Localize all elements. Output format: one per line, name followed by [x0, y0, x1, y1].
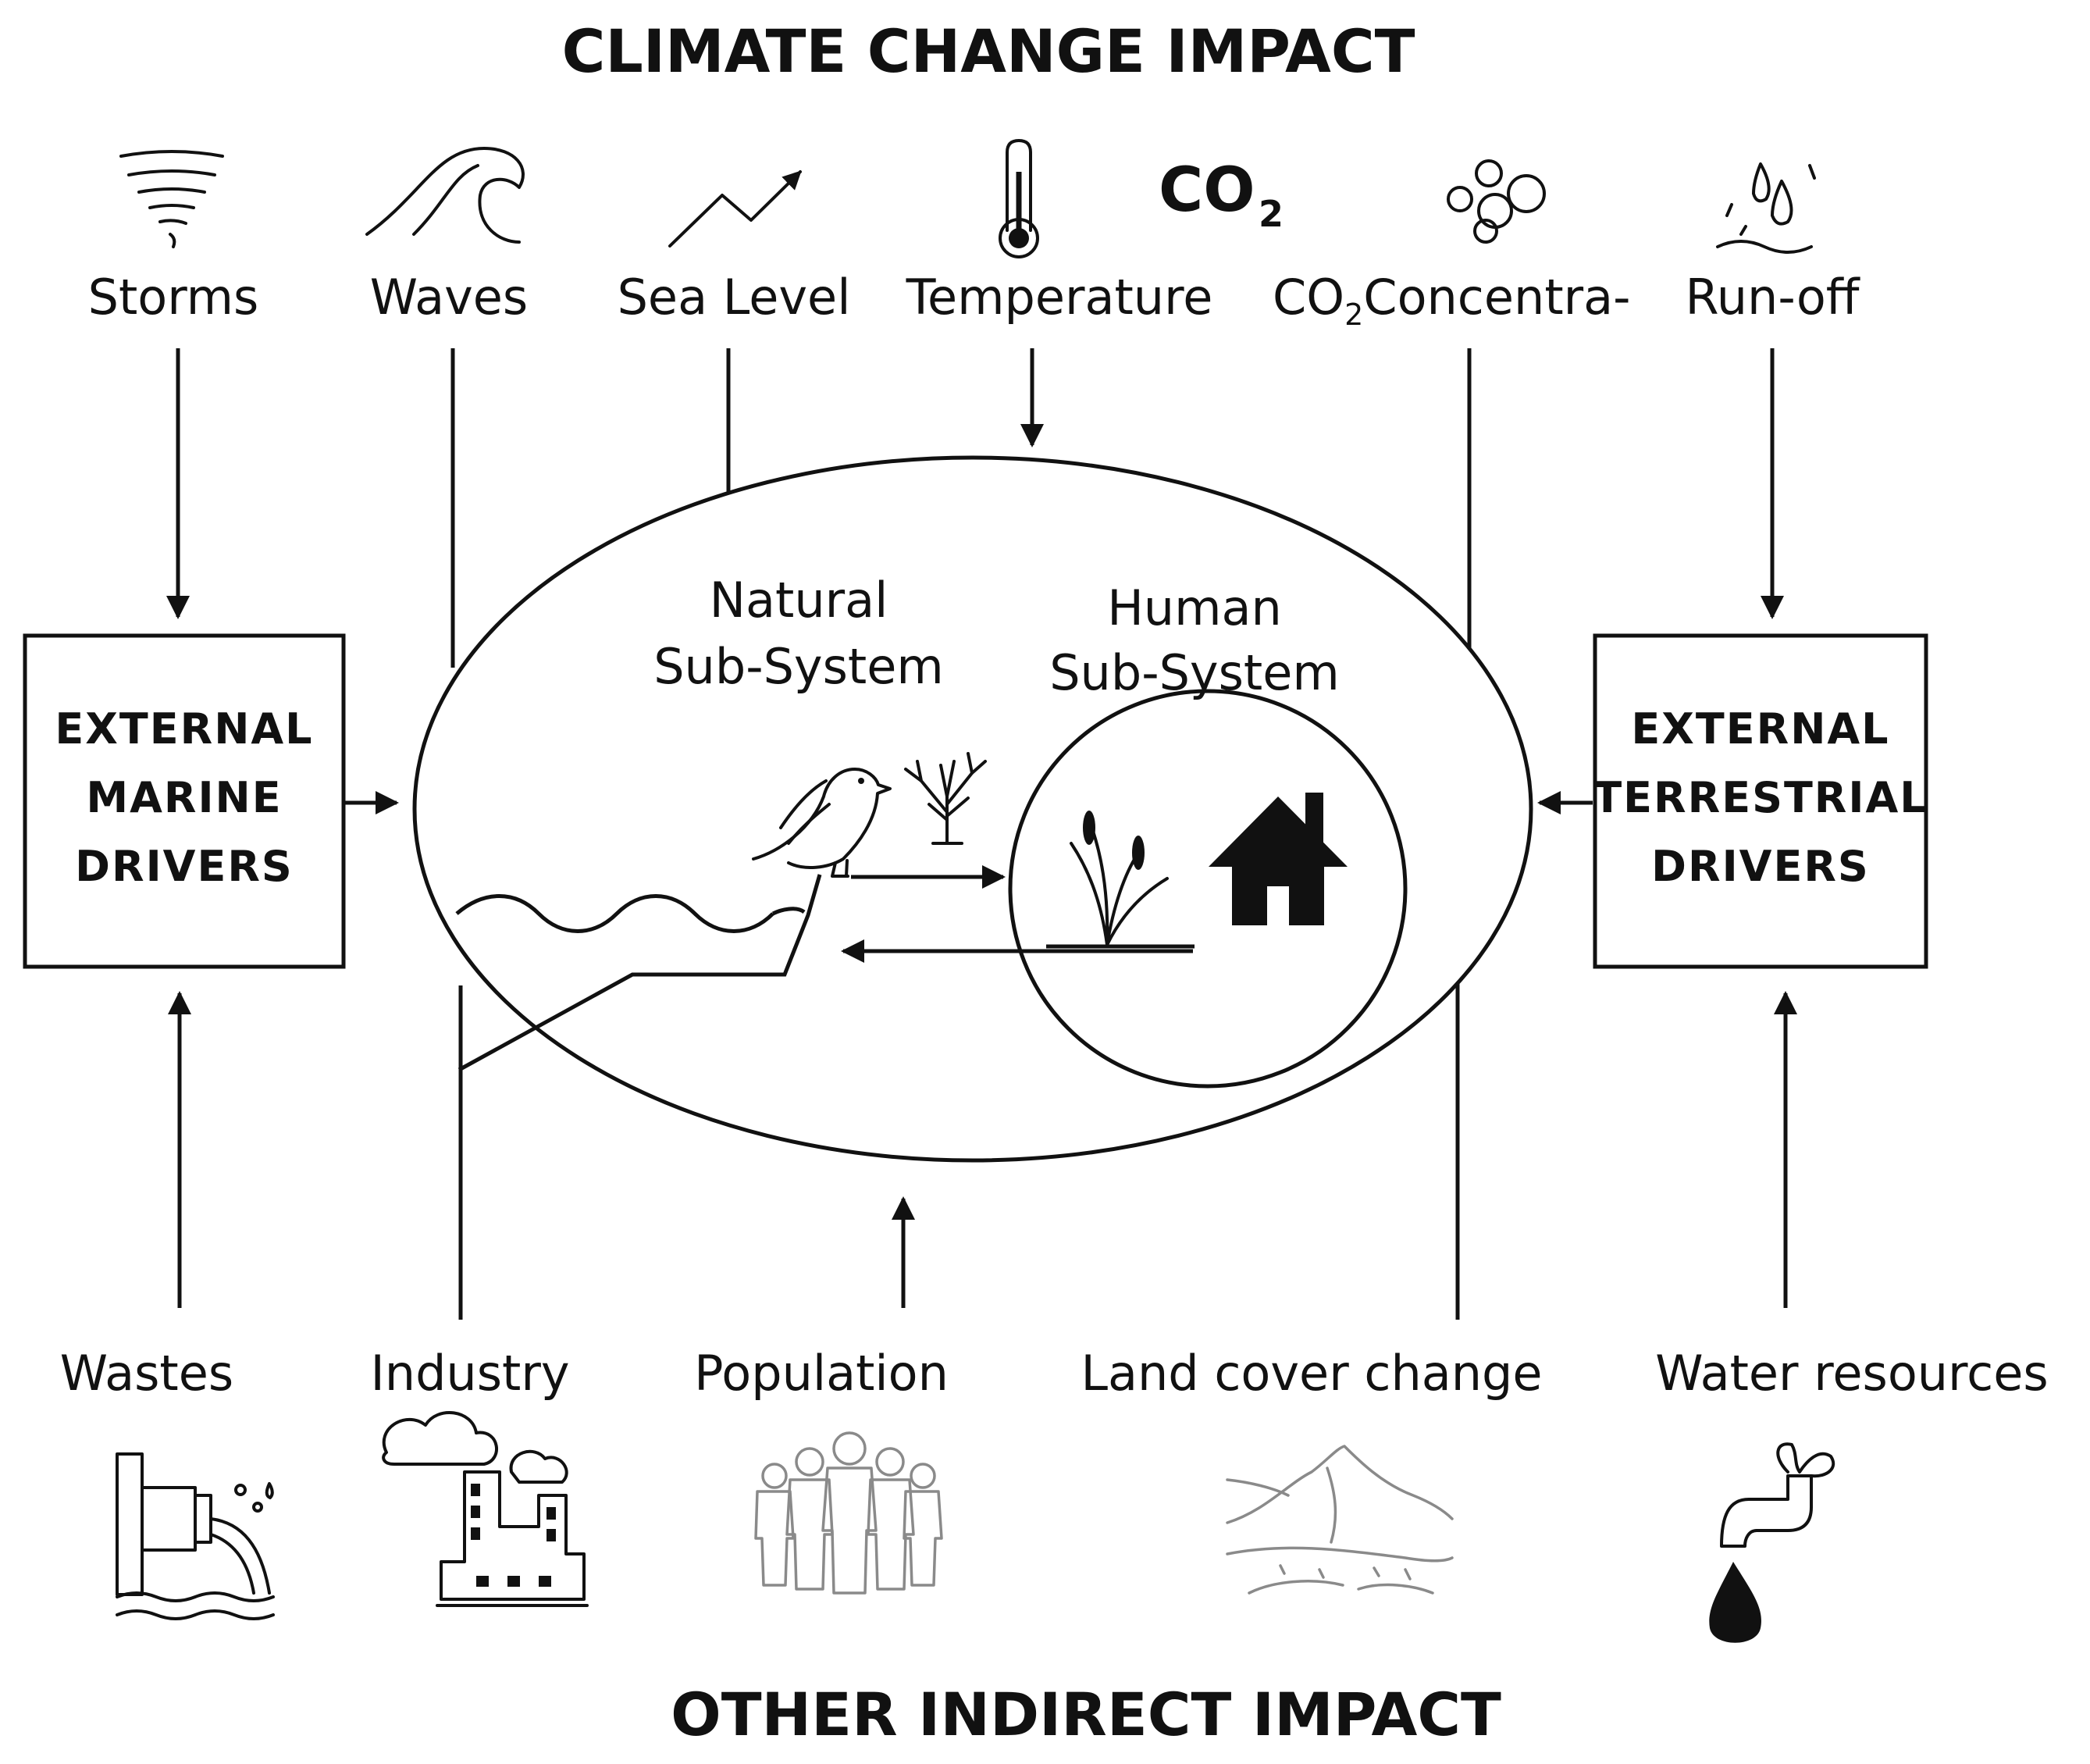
co2-concentration-label: CO2Concentra-: [1273, 269, 1631, 332]
natural-subsystem-line1: Natural: [710, 572, 888, 629]
climate-change-heading: CLIMATE CHANGE IMPACT: [562, 16, 1415, 86]
svg-text:2: 2: [1259, 193, 1284, 235]
marine-box-line3: DRIVERS: [75, 842, 294, 891]
thermometer-icon: [999, 139, 1039, 258]
external-marine-drivers-box: [23, 633, 346, 969]
temperature-label: Temperature: [906, 269, 1213, 326]
indirect-impact-heading: OTHER INDIRECT IMPACT: [671, 1680, 1501, 1749]
tree-icon: [904, 752, 987, 845]
sea-wave: [455, 894, 774, 933]
svg-text:CO: CO: [1159, 155, 1255, 226]
factory-icon: [382, 1411, 589, 1607]
coastline: [458, 874, 822, 1072]
co2-icon: CO 2: [1159, 155, 1284, 235]
wastes-label: Wastes: [60, 1345, 233, 1402]
terrestrial-box-line2: TERRESTRIAL: [1593, 773, 1928, 822]
terrestrial-box-line3: DRIVERS: [1651, 842, 1870, 891]
shore-edge: [771, 907, 806, 916]
runoff-label: Run-off: [1685, 269, 1860, 326]
water-tap-icon: [1709, 1442, 1835, 1643]
human-subsystem-circle: [1008, 689, 1408, 1089]
waste-pipe-icon: [116, 1452, 275, 1620]
house-icon: [1209, 793, 1348, 925]
bubbles-icon: [1447, 159, 1546, 244]
storms-label: Storms: [88, 269, 259, 326]
bird-icon: [752, 768, 892, 878]
waves-label: Waves: [370, 269, 528, 326]
mountain-landscape-icon: [1226, 1445, 1454, 1595]
reeds-icon: [1070, 811, 1169, 946]
population-label: Population: [694, 1345, 949, 1402]
marine-box-line1: EXTERNAL: [55, 704, 313, 754]
people-icon: [754, 1431, 943, 1595]
natural-subsystem-line2: Sub-System: [653, 638, 944, 695]
coastal-system-ellipse: [412, 455, 1533, 1163]
sea-level-label: Sea Level: [618, 269, 851, 326]
wave-icon: [365, 147, 525, 244]
trend-up-icon: [668, 170, 802, 248]
water-resources-label: Water resources: [1655, 1345, 2048, 1402]
rain-drops-icon: [1716, 162, 1816, 254]
terrestrial-box-line1: EXTERNAL: [1631, 704, 1889, 754]
industry-label: Industry: [370, 1345, 569, 1402]
human-subsystem-line1: Human: [1107, 579, 1282, 636]
marine-box-line2: MARINE: [86, 773, 282, 822]
external-terrestrial-drivers-box: [1593, 633, 1928, 969]
tornado-icon: [119, 150, 224, 248]
land-cover-change-label: Land cover change: [1081, 1345, 1542, 1402]
human-subsystem-line2: Sub-System: [1049, 644, 1340, 701]
